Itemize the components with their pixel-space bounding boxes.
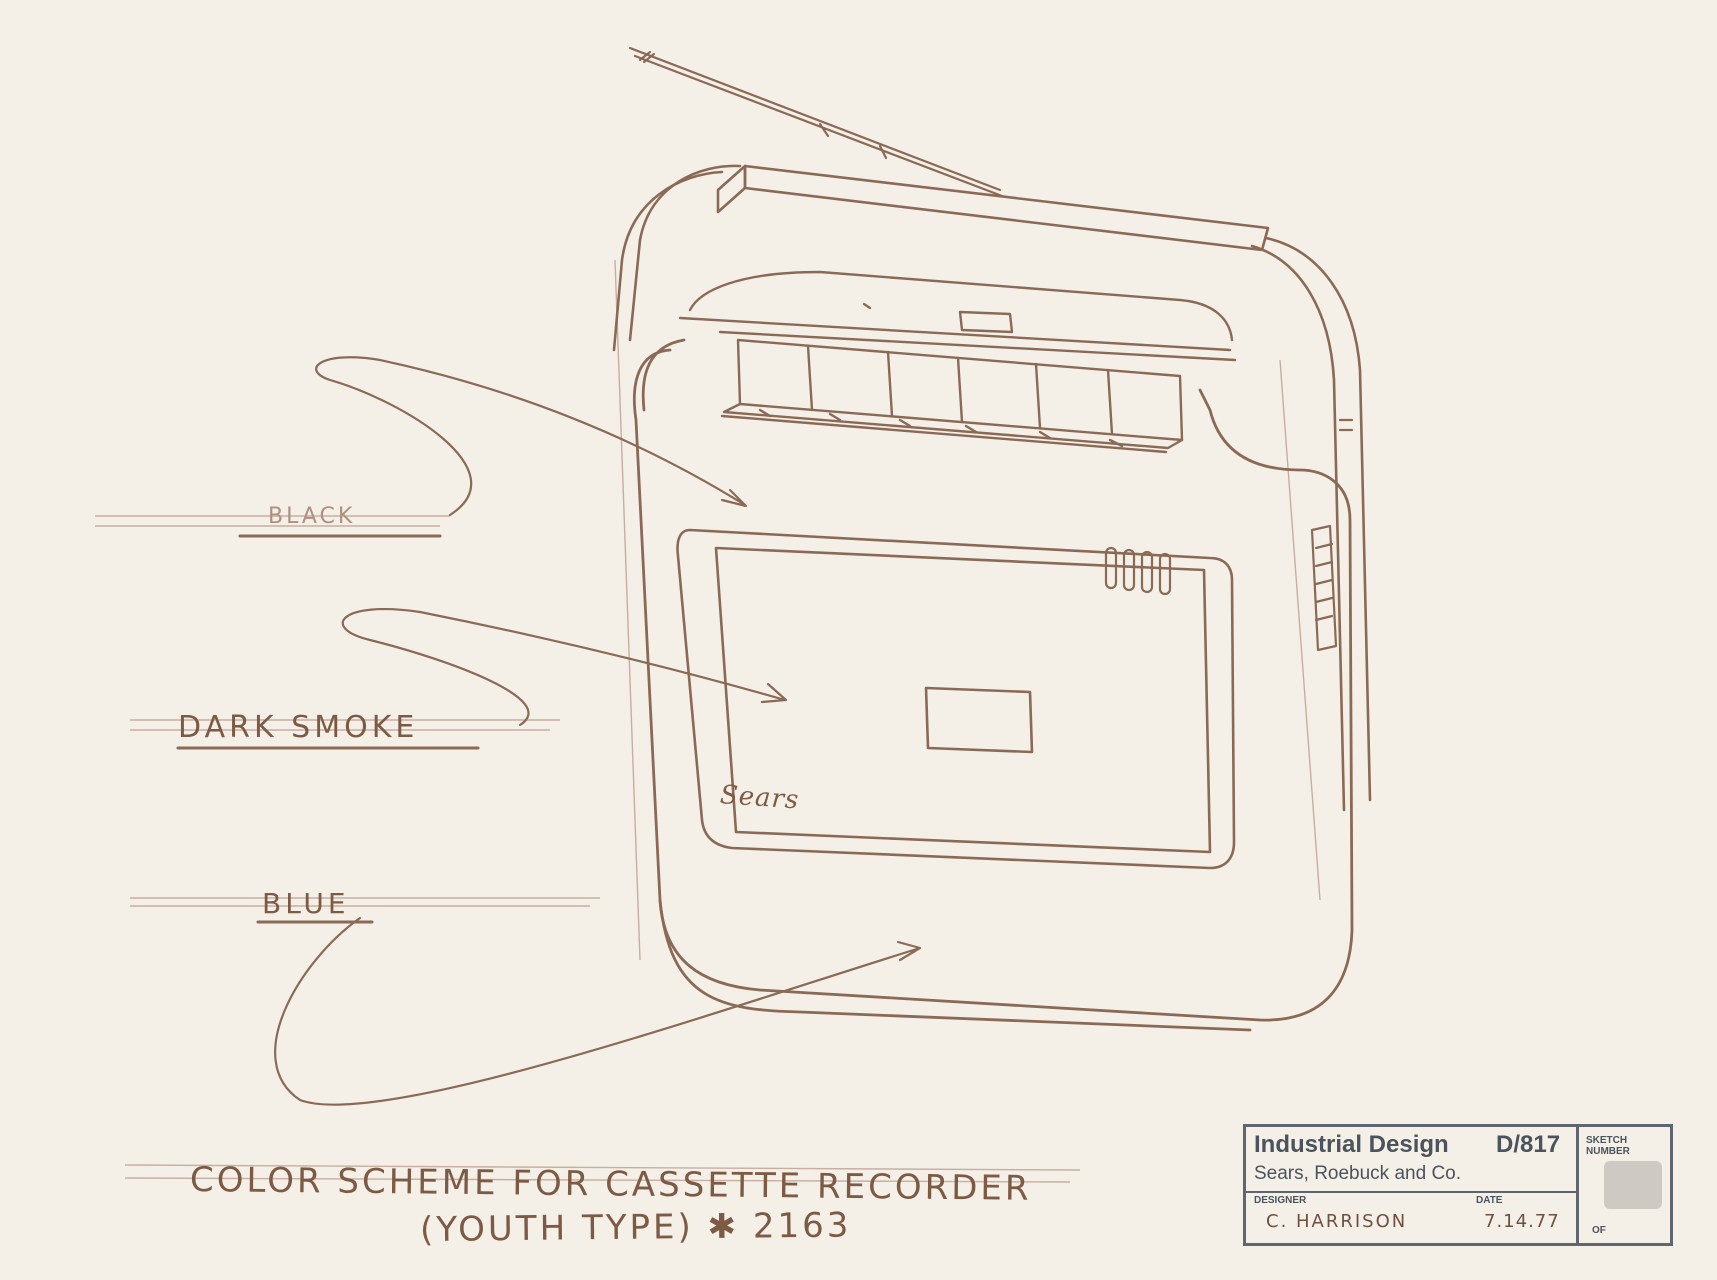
label-black: BLACK <box>268 504 356 529</box>
arrow-dark-smoke-head <box>760 682 788 704</box>
stamp-designer: C. HARRISON <box>1266 1211 1408 1232</box>
stamp-divider <box>1246 1191 1576 1193</box>
stamp-sketch-number-label: SKETCH NUMBER <box>1586 1135 1630 1157</box>
cassette-door <box>676 528 1236 870</box>
arrow-black <box>315 356 747 517</box>
stamp-date: 7.14.77 <box>1484 1211 1560 1232</box>
top-deck <box>678 270 1237 362</box>
title-line-2: (YOUTH TYPE) ✱ 2163 <box>419 1205 852 1250</box>
side-volume-dial <box>1310 418 1354 652</box>
carry-handle <box>612 164 1372 812</box>
stamp-of-label: OF <box>1592 1225 1606 1236</box>
piano-key-buttons <box>720 338 1184 454</box>
recorder-body <box>632 338 1354 1032</box>
stamp-designer-label: DESIGNER <box>1254 1195 1307 1206</box>
stamp-title: Industrial Design <box>1254 1131 1449 1158</box>
brand-script: Sears <box>718 780 801 816</box>
label-dark-smoke: DARK SMOKE <box>178 710 419 745</box>
label-underlines <box>176 534 480 924</box>
construction-lines <box>95 259 1321 1183</box>
industrial-design-stamp: Industrial Design D/817 Sears, Roebuck a… <box>1243 1124 1673 1246</box>
stamp-info-block: Industrial Design D/817 Sears, Roebuck a… <box>1246 1127 1579 1243</box>
antenna <box>628 46 1004 198</box>
arrow-blue-head <box>896 940 922 962</box>
stamp-sketch-number-smudge <box>1604 1161 1662 1209</box>
vent-slots <box>1104 546 1172 596</box>
annotation-arrows <box>274 356 922 1106</box>
arrow-black-head <box>720 488 748 508</box>
arrow-blue <box>274 916 922 1106</box>
stamp-code: D/817 <box>1496 1131 1561 1158</box>
label-blue: BLUE <box>262 887 350 920</box>
arrow-dark-smoke <box>341 607 787 727</box>
stamp-company: Sears, Roebuck and Co. <box>1254 1163 1462 1184</box>
stamp-date-label: DATE <box>1476 1195 1503 1206</box>
